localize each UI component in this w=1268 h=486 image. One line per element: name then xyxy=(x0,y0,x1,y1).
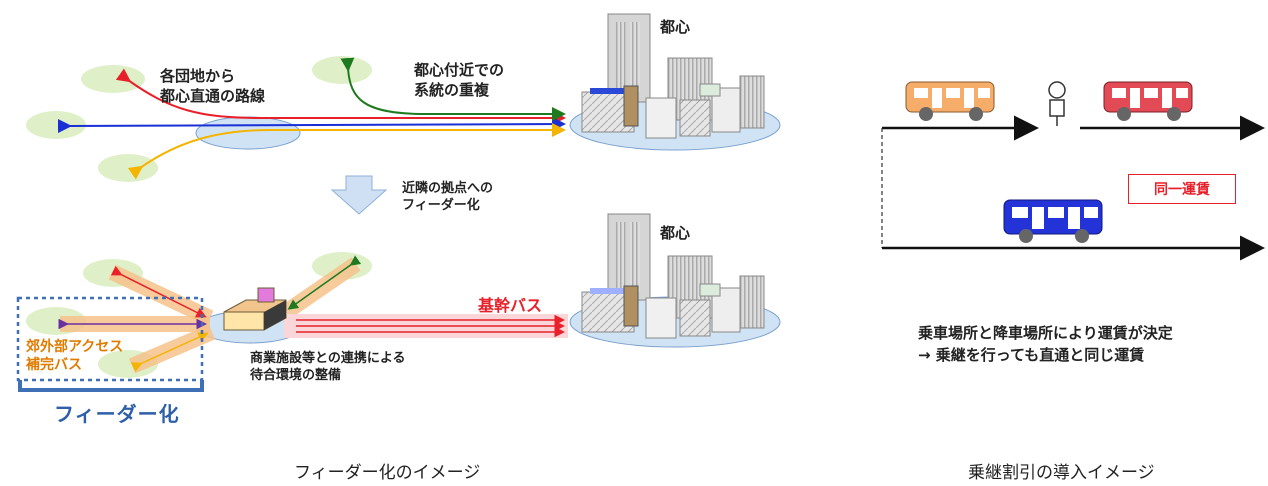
bus-orange-icon xyxy=(905,81,995,121)
label-overlap: 都心付近での 系統の重複 xyxy=(414,61,505,99)
bus-blue-icon xyxy=(1003,199,1103,243)
transfer-diagram xyxy=(881,81,1265,261)
hub-building-icon xyxy=(223,287,287,331)
feeder-diagram xyxy=(16,13,781,392)
feeder-dashed-box xyxy=(16,296,204,382)
trunk-bus-label: 基幹バス xyxy=(478,296,543,315)
bottom-panel xyxy=(16,213,781,392)
top-panel xyxy=(26,13,781,182)
feeder-bracket xyxy=(18,380,204,392)
bus-red-icon xyxy=(1103,81,1193,121)
route-green xyxy=(340,57,566,121)
suburb-blob xyxy=(98,154,158,182)
city-label-top: 都心 xyxy=(660,18,691,36)
down-arrow xyxy=(330,175,388,215)
hub-label: 商業施設等との連携による 待合環境の整備 xyxy=(250,351,406,383)
feeder-title: フィーダー化 xyxy=(54,402,180,426)
feeder-line-green xyxy=(287,255,362,310)
route-blue xyxy=(57,117,566,134)
suburb-access-label: 郊外部アクセス 補完バス xyxy=(26,339,124,373)
city-label-bottom: 都心 xyxy=(660,224,691,242)
suburb-blob xyxy=(81,65,145,93)
suburb-blob xyxy=(312,56,372,84)
same-fare-box: 同一運賃 xyxy=(1128,174,1236,204)
label-direct-routes: 各団地から 都心直通の路線 xyxy=(160,67,266,105)
label-feederize: 近隣の拠点への フィーダー化 xyxy=(402,181,494,213)
route-orange xyxy=(127,123,566,180)
feeder-line-orange xyxy=(130,332,209,372)
hub-area xyxy=(195,116,301,150)
feeder-line-red xyxy=(110,265,207,318)
fare-description: 乗車場所と降車場所により運賃が決定 → 乗継を行っても直通と同じ運賃 xyxy=(918,324,1173,364)
city-buildings xyxy=(581,13,765,139)
city-buildings xyxy=(581,213,765,339)
caption-feeder: フィーダー化のイメージ xyxy=(294,463,481,483)
person-icon xyxy=(1048,81,1066,126)
caption-transfer: 乗継割引の導入イメージ xyxy=(968,463,1155,483)
